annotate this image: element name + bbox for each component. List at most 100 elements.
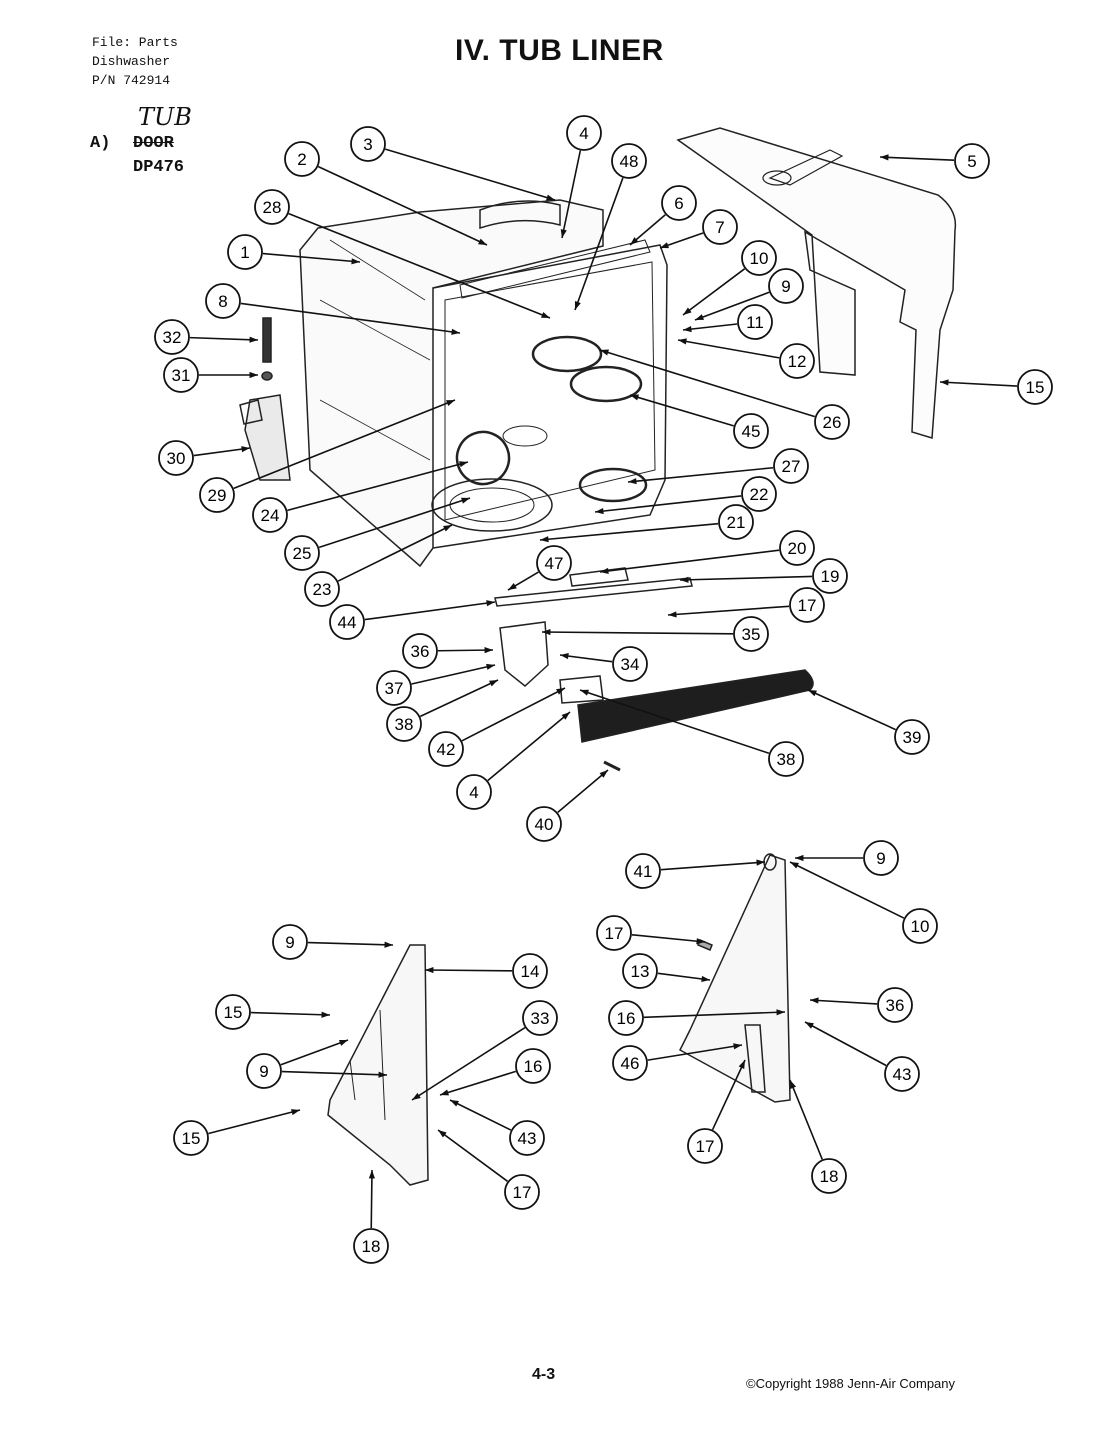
arrow-head xyxy=(450,1100,459,1107)
leader-line xyxy=(317,165,488,246)
callout-c44: 44 xyxy=(329,600,496,640)
callout-number: 16 xyxy=(617,1009,636,1028)
arrow-head xyxy=(660,242,669,249)
callout-circle xyxy=(509,1120,545,1156)
callout-number: 30 xyxy=(167,449,186,468)
callout-c35: 35 xyxy=(541,616,769,652)
callout-circle xyxy=(625,853,661,889)
callout-number: 37 xyxy=(385,679,404,698)
callout-number: 31 xyxy=(172,366,191,385)
arrow-head xyxy=(560,229,567,238)
callout-circle xyxy=(376,670,412,706)
callout-circle xyxy=(902,908,938,944)
callout-circle xyxy=(173,1120,209,1156)
callout-c6: 6 xyxy=(629,185,697,246)
leader-line xyxy=(657,972,711,981)
callout-c25: 25 xyxy=(284,497,471,571)
callout-circle xyxy=(884,1056,920,1092)
callout-circle xyxy=(863,840,899,876)
leader-line xyxy=(804,1021,887,1067)
callout-number: 14 xyxy=(521,962,540,981)
file-header-line2: Dishwasher xyxy=(92,54,171,69)
callout-c10a: 10 xyxy=(682,240,777,316)
callout-number: 43 xyxy=(518,1129,537,1148)
arrow-head xyxy=(368,1170,375,1179)
callout-number: 4 xyxy=(469,783,478,802)
callout-number: 41 xyxy=(634,862,653,881)
leader-line xyxy=(643,1011,786,1019)
arrow-head xyxy=(683,325,692,333)
section-letter: A) xyxy=(90,134,111,153)
leader-line xyxy=(318,497,471,549)
tub-liner-body xyxy=(299,199,604,568)
callout-c9a: 9 xyxy=(694,268,804,321)
callout-circle xyxy=(526,806,562,842)
leader-line xyxy=(193,447,251,457)
callout-c15c: 15 xyxy=(173,1109,301,1156)
arrow-head xyxy=(810,997,819,1004)
callout-number: 1 xyxy=(240,243,249,262)
arrow-head xyxy=(630,237,639,245)
arrow-head xyxy=(351,258,360,265)
leader-line xyxy=(288,212,551,319)
arrow-head xyxy=(738,1060,745,1069)
callout-number: 18 xyxy=(362,1237,381,1256)
arrow-head xyxy=(542,628,551,636)
callout-number: 15 xyxy=(224,1003,243,1022)
callout-circle xyxy=(522,1000,558,1036)
callout-c12: 12 xyxy=(677,338,815,379)
callout-circle xyxy=(733,413,769,449)
callout-c9b: 9 xyxy=(795,840,899,876)
callout-number: 11 xyxy=(746,313,764,332)
leader-line xyxy=(579,689,770,755)
callout-circle xyxy=(611,143,647,179)
arrow-head xyxy=(574,301,581,310)
callout-number: 17 xyxy=(798,596,817,615)
file-header: File: Parts Dishwasher P/N 742914 xyxy=(92,33,178,90)
callout-number: 28 xyxy=(263,198,282,217)
callout-c19: 19 xyxy=(679,558,848,594)
callout-c45: 45 xyxy=(629,394,769,449)
leader-line xyxy=(240,302,461,334)
callout-circle xyxy=(877,987,913,1023)
leader-line xyxy=(789,1079,823,1160)
arrow-head xyxy=(683,307,692,315)
callout-number: 32 xyxy=(163,328,182,347)
callout-circle xyxy=(252,497,288,533)
arrow-head xyxy=(484,647,493,654)
callout-circle xyxy=(227,234,263,270)
leader-line xyxy=(281,1070,388,1076)
arrow-head xyxy=(756,859,765,866)
callout-c16a: 16 xyxy=(608,1000,786,1036)
arrow-head xyxy=(443,525,452,532)
callout-c43a: 43 xyxy=(804,1021,920,1092)
callout-circle xyxy=(304,571,340,607)
dispenser-part xyxy=(244,394,291,481)
leader-line xyxy=(437,1129,508,1182)
arrow-head xyxy=(546,194,555,201)
callout-c33: 33 xyxy=(411,1000,558,1101)
callout-number: 25 xyxy=(293,544,312,563)
arrow-head xyxy=(600,567,609,575)
leader-line xyxy=(677,339,780,359)
leader-line xyxy=(711,1059,746,1131)
callout-circle xyxy=(428,731,464,767)
callout-c22: 22 xyxy=(594,476,777,515)
copyright-notice: ©Copyright 1988 Jenn-Air Company xyxy=(746,1376,956,1391)
callout-circle xyxy=(612,1045,648,1081)
callout-c2: 2 xyxy=(284,141,488,246)
section-handwritten-label: TUB xyxy=(138,103,192,131)
callout-c10b: 10 xyxy=(789,861,938,944)
leader-line xyxy=(385,148,556,201)
right-side-bracket xyxy=(679,854,791,1103)
callout-circle xyxy=(779,530,815,566)
leader-line xyxy=(262,252,361,263)
arrow-head xyxy=(489,680,498,687)
callout-circle xyxy=(741,240,777,276)
callout-number: 42 xyxy=(437,740,456,759)
callout-number: 17 xyxy=(605,924,624,943)
callout-c26: 26 xyxy=(599,349,850,440)
callout-circle xyxy=(773,448,809,484)
callout-circle xyxy=(814,404,850,440)
